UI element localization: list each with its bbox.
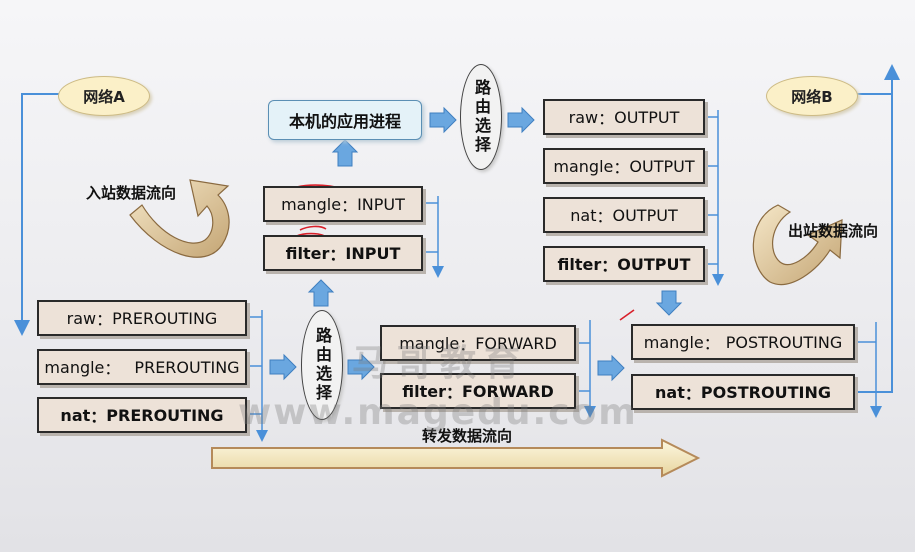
arrow-up-app — [331, 139, 359, 167]
output-raw-box: raw：OUTPUT — [543, 99, 705, 135]
output-filter-box: filter：OUTPUT — [543, 246, 705, 282]
prerouting-raw-box: raw：PREROUTING — [37, 300, 247, 336]
local-app-process: 本机的应用进程 — [268, 100, 422, 140]
outbound-flow-label: 出站数据流向 — [788, 222, 879, 240]
postrouting-mangle-text: mangle — [643, 332, 704, 352]
arrow-right-post — [597, 354, 625, 382]
arrow-right-pre — [269, 353, 297, 381]
prerouting-mangle-text: mangle — [44, 357, 105, 377]
app-process-label: 本机的应用进程 — [288, 112, 401, 131]
network-a-cloud: 网络A — [58, 76, 150, 116]
prerouting-raw-text: raw — [66, 308, 97, 328]
forward-mangle-text: mangle — [399, 333, 460, 353]
prerouting-nat-text: nat — [60, 405, 91, 425]
network-a-label: 网络A — [83, 87, 125, 106]
output-mangle-box: mangle：OUTPUT — [543, 148, 705, 184]
watermark-cn: 马哥教育 — [352, 343, 529, 384]
routing-bottom-label: 路由选择 — [313, 327, 332, 403]
forward-mangle-box: mangle：FORWARD — [380, 325, 576, 361]
outbound-curve-arrow — [752, 204, 843, 286]
output-bracket — [705, 110, 724, 286]
prerouting-bracket — [248, 310, 268, 442]
watermark-en: www.magedu.com — [238, 392, 638, 433]
output-nat-box: nat：OUTPUT — [543, 197, 705, 233]
network-b-cloud: 网络B — [766, 76, 858, 116]
input-filter-text: filter — [285, 243, 330, 263]
input-mangle-text: mangle — [281, 194, 342, 214]
routing-bottom: 路由选择 — [301, 310, 343, 420]
forward-big-arrow — [211, 438, 701, 478]
arrow-down-post — [655, 290, 683, 316]
inbound-flow-label: 入站数据流向 — [86, 184, 177, 202]
postrouting-mangle-box: mangle：POSTROUTING — [631, 324, 855, 360]
arrow-right-fwd — [347, 353, 375, 381]
input-mangle-box: mangle：INPUT — [263, 186, 423, 222]
input-bracket — [424, 196, 444, 278]
forward-filter-text: filter — [402, 381, 446, 401]
arrow-up-input — [307, 279, 335, 307]
network-b-label: 网络B — [791, 87, 833, 106]
input-filter-box: filter：INPUT — [263, 235, 423, 271]
arrow-right-output — [507, 106, 535, 134]
flow-arrows — [269, 106, 683, 382]
output-filter-text: filter — [557, 254, 602, 274]
postrouting-bracket — [856, 322, 882, 418]
postrouting-nat-text: nat — [655, 382, 685, 402]
forward-flow-label: 转发数据流向 — [422, 427, 513, 445]
routing-top: 路由选择 — [460, 64, 502, 170]
output-mangle-text: mangle — [553, 156, 614, 176]
prerouting-mangle-box: mangle：PREROUTING — [37, 349, 247, 385]
postrouting-nat-box: nat：POSTROUTING — [631, 374, 855, 410]
forward-filter-box: filter：FORWARD — [380, 373, 576, 409]
inbound-curve-arrow — [129, 179, 230, 258]
routing-top-label: 路由选择 — [472, 79, 491, 155]
prerouting-nat-box: nat：PREROUTING — [37, 397, 247, 433]
netA-connector — [14, 93, 62, 336]
output-nat-text: nat — [570, 205, 597, 225]
arrow-right-app — [429, 106, 457, 134]
output-raw-text: raw — [568, 107, 599, 127]
forward-bracket — [576, 320, 596, 418]
